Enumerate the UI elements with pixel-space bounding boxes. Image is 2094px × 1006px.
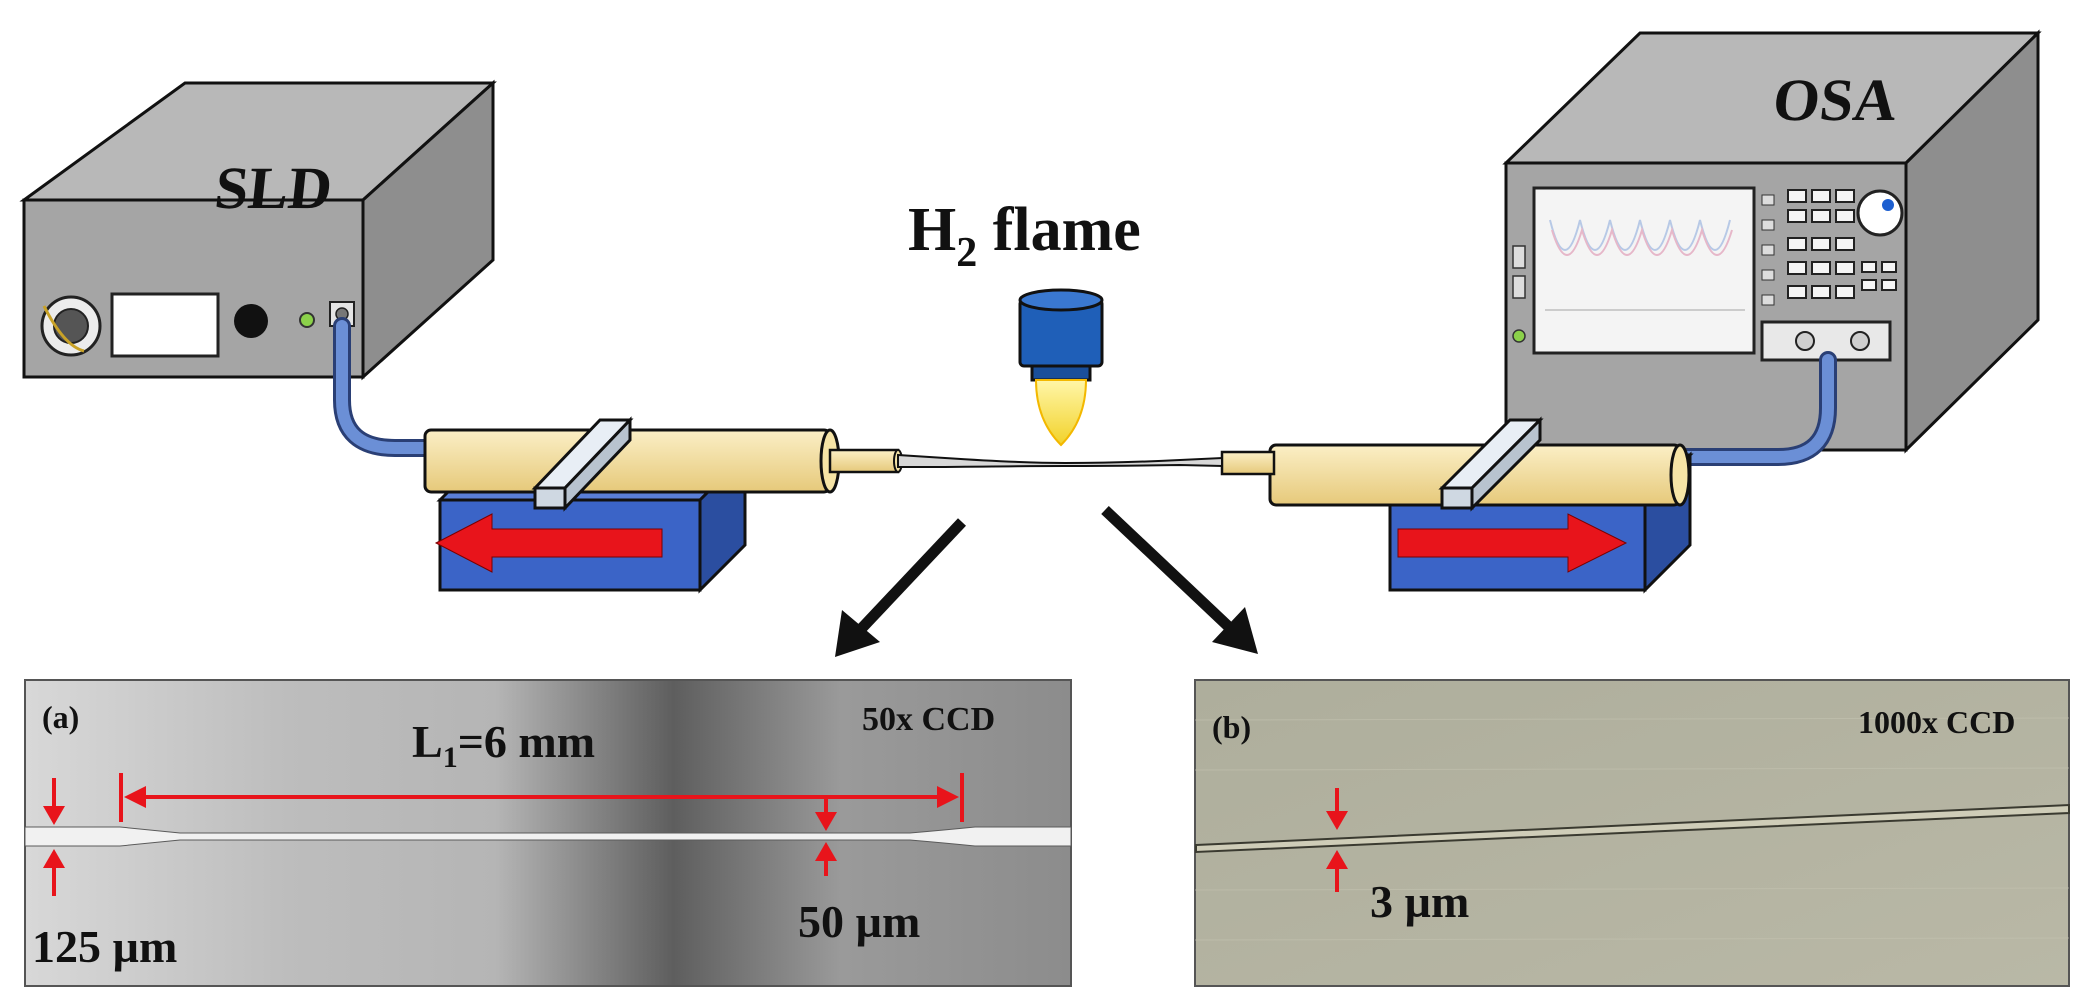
panel-a-waist-diameter-markers bbox=[815, 798, 837, 876]
arrow-to-panel-a bbox=[835, 518, 967, 657]
sld-control-knob bbox=[234, 304, 268, 338]
panel-b-fiber bbox=[1195, 803, 2070, 854]
osa-keypad bbox=[1787, 189, 1897, 299]
sld-indicator-led bbox=[299, 312, 315, 328]
left-fiber-clamp bbox=[531, 416, 634, 512]
sld-device: SLD bbox=[19, 79, 497, 381]
panel-a-left-diameter-markers bbox=[43, 778, 65, 896]
left-fiber-holder bbox=[423, 428, 903, 494]
hydrogen-torch bbox=[1018, 288, 1104, 447]
osa-rotary-knob bbox=[1856, 189, 1904, 237]
right-pull-arrow bbox=[1397, 513, 1628, 573]
sld-label: SLD bbox=[212, 155, 336, 222]
osa-label: OSA bbox=[1770, 67, 1900, 134]
panel-a-micrograph: (a) 50x CCD L1=6 mm 125 µm 50 µm bbox=[24, 679, 1072, 987]
right-fiber-clamp bbox=[1438, 416, 1544, 512]
panel-b-magnification: 1000x CCD bbox=[1858, 704, 2015, 740]
osa-device: OSA bbox=[1502, 29, 2042, 454]
panel-b-tag: (b) bbox=[1212, 709, 1251, 745]
osa-side-buttons bbox=[1512, 194, 1775, 343]
panel-b-micrograph: (b) 1000x CCD 3 µm bbox=[1194, 679, 2070, 987]
arrow-to-panel-b bbox=[1101, 506, 1258, 654]
panel-a-diameter-left-label: 125 µm bbox=[32, 921, 177, 972]
tapered-fiber bbox=[897, 453, 1223, 468]
panel-b-diameter-label: 3 µm bbox=[1370, 876, 1469, 927]
flame-label: H2 flame bbox=[908, 196, 1141, 276]
panel-a-length-label: L1=6 mm bbox=[412, 716, 595, 774]
panel-a-tag: (a) bbox=[42, 699, 79, 735]
panel-a-magnification: 50x CCD bbox=[862, 701, 995, 738]
osa-screen bbox=[1532, 186, 1756, 355]
sld-display bbox=[110, 292, 220, 358]
panel-a-diameter-waist-label: 50 µm bbox=[798, 896, 920, 947]
left-pull-arrow bbox=[434, 513, 663, 573]
panel-b-diameter-markers bbox=[1326, 788, 1348, 892]
flame-icon bbox=[1034, 379, 1088, 447]
panel-a-length-dimension bbox=[119, 773, 964, 822]
sld-power-knob bbox=[40, 295, 102, 357]
panel-a-fiber bbox=[24, 826, 1072, 847]
